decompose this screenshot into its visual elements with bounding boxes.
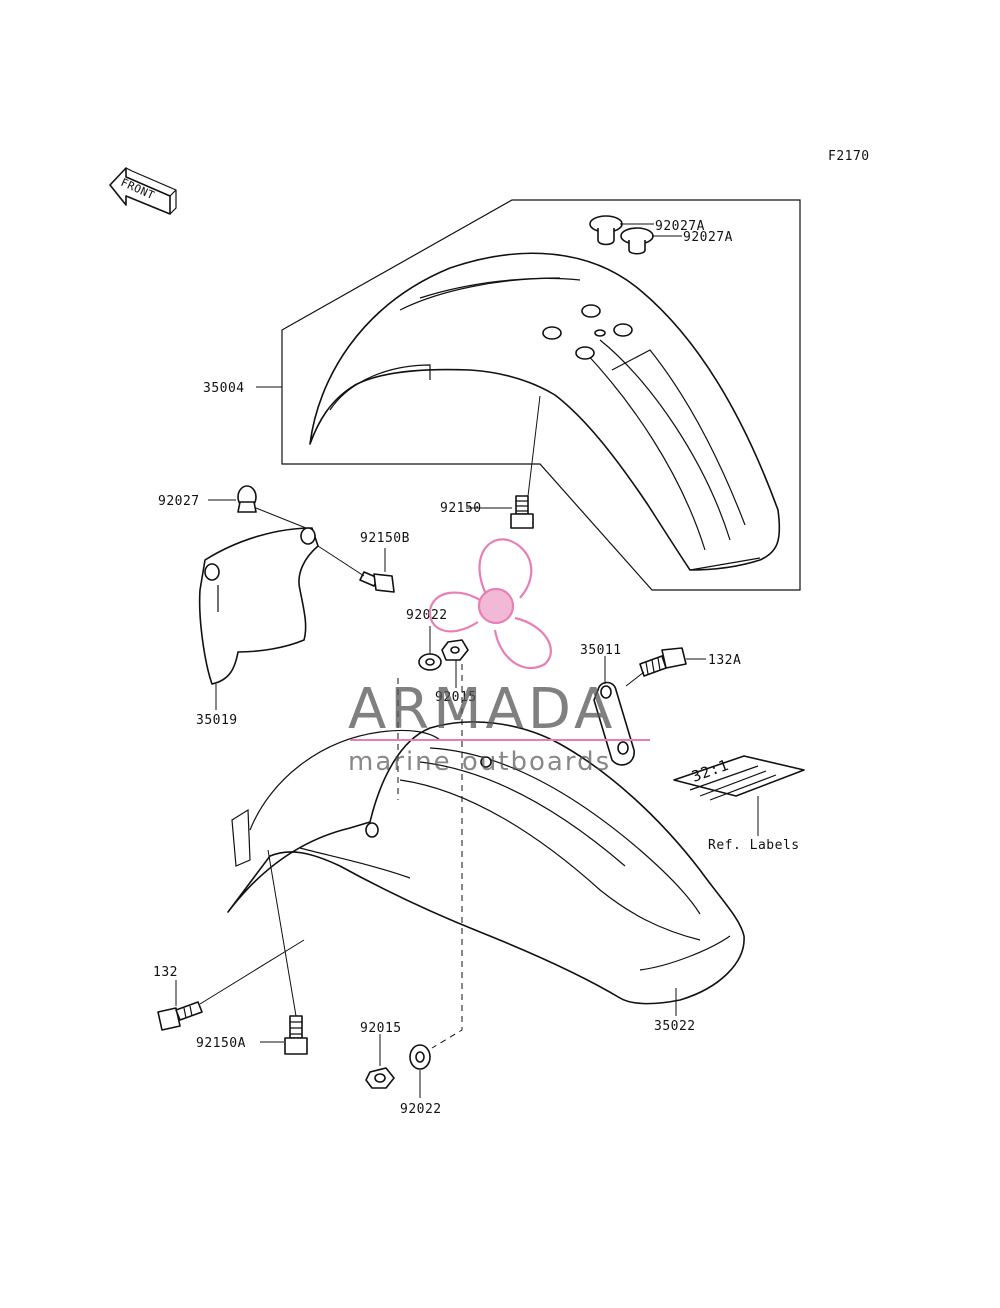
watermark-brand: ARMADA: [348, 677, 616, 742]
bolt-92150: [510, 495, 534, 529]
callout-92015-bottom: 92015: [360, 1021, 402, 1036]
guard-35019-part: [198, 527, 319, 685]
callout-92150a: 92150A: [196, 1036, 246, 1051]
callout-92022-top: 92022: [406, 608, 448, 623]
bracket-35011-part: [593, 681, 635, 766]
grommet-92027a-bottom: [620, 227, 654, 255]
bolt-92150b: [359, 571, 395, 593]
callout-92150b: 92150B: [360, 531, 410, 546]
rear-fender-part: [227, 721, 745, 1005]
callout-92027a-bottom: 92027A: [683, 230, 733, 245]
nut-92015-top: [441, 639, 469, 661]
front-fender-part: [309, 252, 781, 571]
ref-label-sticker: 32:1: [673, 755, 805, 801]
figure-code: F2170: [828, 149, 870, 164]
front-fender-group: [281, 199, 801, 591]
bolt-132a: [639, 647, 687, 677]
washer-92022-bottom: [409, 1044, 431, 1070]
nut-92015-bottom: [365, 1067, 395, 1089]
callout-92027a-top: 92027A: [655, 219, 705, 234]
callout-ref-labels: Ref. Labels: [708, 838, 800, 853]
bolt-92150a: [284, 1015, 308, 1055]
callout-92150: 92150: [440, 501, 482, 516]
callout-35004: 35004: [203, 381, 245, 396]
bolt-132: [157, 1001, 203, 1031]
grommet-92027: [237, 485, 257, 513]
callout-35011: 35011: [580, 643, 622, 658]
callout-92015-top: 92015: [435, 690, 477, 705]
callout-132: 132: [153, 965, 178, 980]
grommet-92027a-top: [589, 215, 623, 246]
callout-132a: 132A: [708, 653, 741, 668]
watermark-tagline: marine outboards: [348, 747, 611, 777]
washer-92022-top: [418, 653, 442, 671]
callout-92022-bottom: 92022: [400, 1102, 442, 1117]
callout-35019: 35019: [196, 713, 238, 728]
watermark: ARMADA marine outboards: [348, 538, 650, 777]
propeller-logo-icon: [428, 538, 552, 670]
callout-35022: 35022: [654, 1019, 696, 1034]
callout-92027: 92027: [158, 494, 200, 509]
front-arrow-icon: FRONT: [109, 167, 177, 215]
